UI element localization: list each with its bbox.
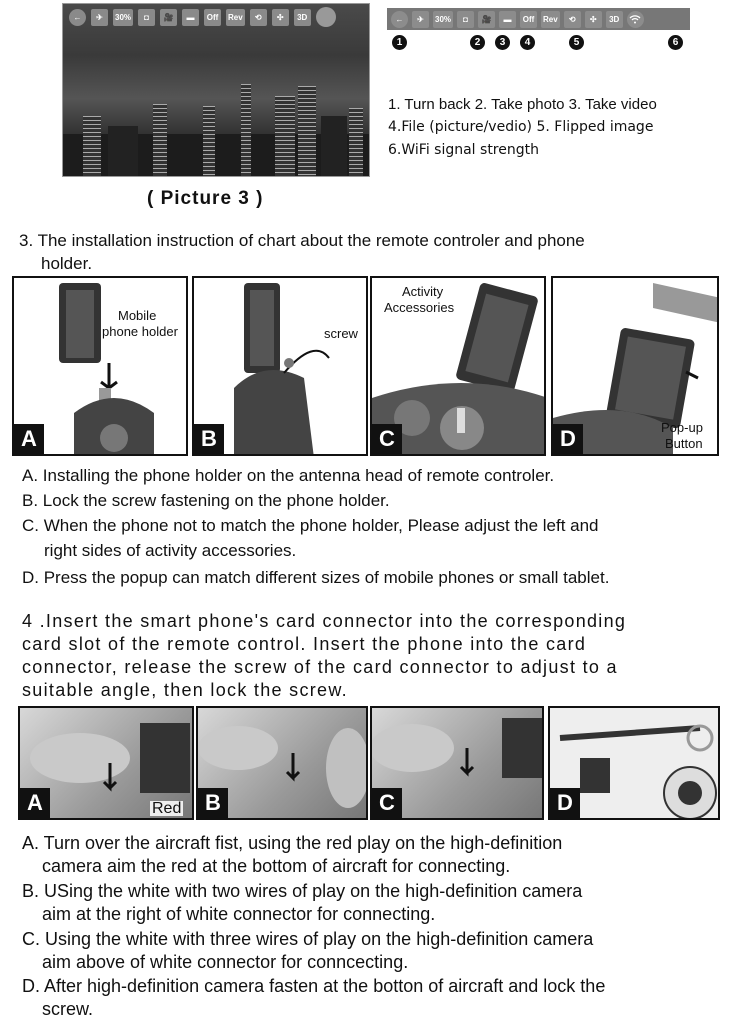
- marker-3: 3: [495, 35, 510, 50]
- toolbar-legend-text: 1. Turn back 2. Take photo 3. Take video…: [388, 93, 657, 162]
- panel-b: screw B: [192, 276, 368, 456]
- aircraft-icon: ✈: [412, 10, 429, 28]
- toolbar-legend: ← ✈ 30% ◘ 🎥 ▬ Off Rev ⟲ ✣ 3D: [387, 8, 690, 30]
- panel-b-letter: B: [194, 424, 224, 454]
- legend-line-1: 1. Turn back 2. Take photo 3. Take video: [388, 96, 657, 113]
- video-icon: 🎥: [160, 8, 178, 26]
- section4-caption-b2: aim at the right of white connector for …: [42, 904, 436, 924]
- panel-c-label-1: Activity: [402, 284, 444, 299]
- legend-line-3: 6.WiFi signal strength: [388, 142, 539, 158]
- off-button: Off: [204, 8, 222, 26]
- section4-heading-line4: suitable angle, then lock the screw.: [22, 680, 348, 700]
- legend-line-2: 4.File (picture/vedio) 5. Flipped image: [388, 119, 654, 135]
- rotate-icon: ⟲: [563, 10, 581, 28]
- marker-1: 1: [392, 35, 407, 50]
- rev-button: Rev: [541, 10, 560, 28]
- section4-heading-line1: 4 .Insert the smart phone's card connect…: [22, 611, 627, 631]
- panel-c-letter: C: [372, 424, 402, 454]
- move-icon: ✣: [271, 8, 289, 26]
- panel-a-label-1: Mobile: [118, 308, 157, 323]
- panel-d-letter: D: [553, 424, 583, 454]
- section4-caption-c: C. Using the white with three wires of p…: [22, 929, 594, 949]
- panel-c-label-2: Accessories: [384, 300, 455, 315]
- panel-d: Pop-up Button D: [551, 276, 719, 456]
- photo-b: B: [196, 706, 368, 820]
- photo-d-letter: D: [550, 788, 580, 818]
- section4-caption-d: D. After high-definition camera fasten a…: [22, 976, 606, 996]
- photo-a-label: Red: [150, 800, 184, 817]
- camera-icon: ◘: [457, 10, 475, 28]
- section3-caption-c: C. When the phone not to match the phone…: [22, 516, 599, 535]
- panel-a-label-2: phone holder: [102, 324, 178, 339]
- section3-caption-d: D. Press the popup can match different s…: [22, 568, 610, 587]
- rotate-icon: ⟲: [249, 8, 267, 26]
- back-icon: ←: [69, 8, 86, 26]
- section4-caption-c2: aim above of white connector for conncec…: [42, 952, 409, 972]
- marker-6: 6: [668, 35, 683, 50]
- marker-4: 4: [520, 35, 535, 50]
- section3-caption-a: A. Installing the phone holder on the an…: [22, 466, 555, 485]
- folder-icon: ▬: [499, 10, 517, 28]
- section4-caption-a: A. Turn over the aircraft fist, using th…: [22, 833, 563, 853]
- video-icon: 🎥: [478, 10, 496, 28]
- section4-heading: 4 .Insert the smart phone's card connect…: [22, 610, 682, 702]
- back-icon: ←: [391, 10, 408, 28]
- marker-2: 2: [470, 35, 485, 50]
- photo-a-letter: A: [20, 788, 50, 818]
- panel-d-label-2: Button: [665, 436, 703, 451]
- panel-b-label: screw: [324, 326, 358, 341]
- record-indicator: [315, 7, 336, 27]
- section3-caption-b: B. Lock the screw fastening on the phone…: [22, 491, 390, 510]
- panel-c: Activity Accessories C: [370, 276, 546, 456]
- marker-5: 5: [569, 35, 584, 50]
- photo-d: D: [548, 706, 720, 820]
- photo-b-letter: B: [198, 788, 228, 818]
- app-screenshot: ← ✈ 30% ◘ 🎥 ▬ Off Rev ⟲ ✣ 3D: [62, 3, 370, 177]
- section3-heading-line1: 3. The installation instruction of chart…: [19, 231, 585, 250]
- section4-caption-a2: camera aim the red at the bottom of airc…: [42, 856, 511, 876]
- move-icon: ✣: [584, 10, 602, 28]
- off-button: Off: [520, 10, 538, 28]
- folder-icon: ▬: [182, 8, 200, 26]
- section4-caption-d2: screw.: [42, 999, 94, 1019]
- speed-button: 30%: [433, 10, 454, 28]
- aircraft-icon: ✈: [91, 8, 108, 26]
- 3d-button: 3D: [605, 10, 623, 28]
- photo-a: Red A: [18, 706, 194, 820]
- camera-icon: ◘: [138, 8, 156, 26]
- section4-caption-b: B. USing the white with two wires of pla…: [22, 881, 583, 901]
- wifi-icon: [626, 10, 644, 28]
- section3-caption-c2: right sides of activity accessories.: [44, 541, 297, 560]
- panel-a: Mobile phone holder A: [12, 276, 188, 456]
- panel-d-label-1: Pop-up: [661, 420, 703, 435]
- section3-heading: 3. The installation instruction of chart…: [19, 229, 709, 275]
- speed-button: 30%: [113, 8, 134, 26]
- rev-button: Rev: [226, 8, 245, 26]
- photo-c: C: [370, 706, 544, 820]
- 3d-button: 3D: [293, 8, 311, 26]
- section4-heading-line2: card slot of the remote control. Insert …: [22, 634, 587, 654]
- photo-c-letter: C: [372, 788, 402, 818]
- screenshot-toolbar: ← ✈ 30% ◘ 🎥 ▬ Off Rev ⟲ ✣ 3D: [63, 4, 369, 30]
- section4-heading-line3: connector, release the screw of the card…: [22, 657, 618, 677]
- picture-caption: ( Picture 3 ): [147, 188, 264, 209]
- panel-a-letter: A: [14, 424, 44, 454]
- section3-heading-line2: holder.: [41, 254, 93, 273]
